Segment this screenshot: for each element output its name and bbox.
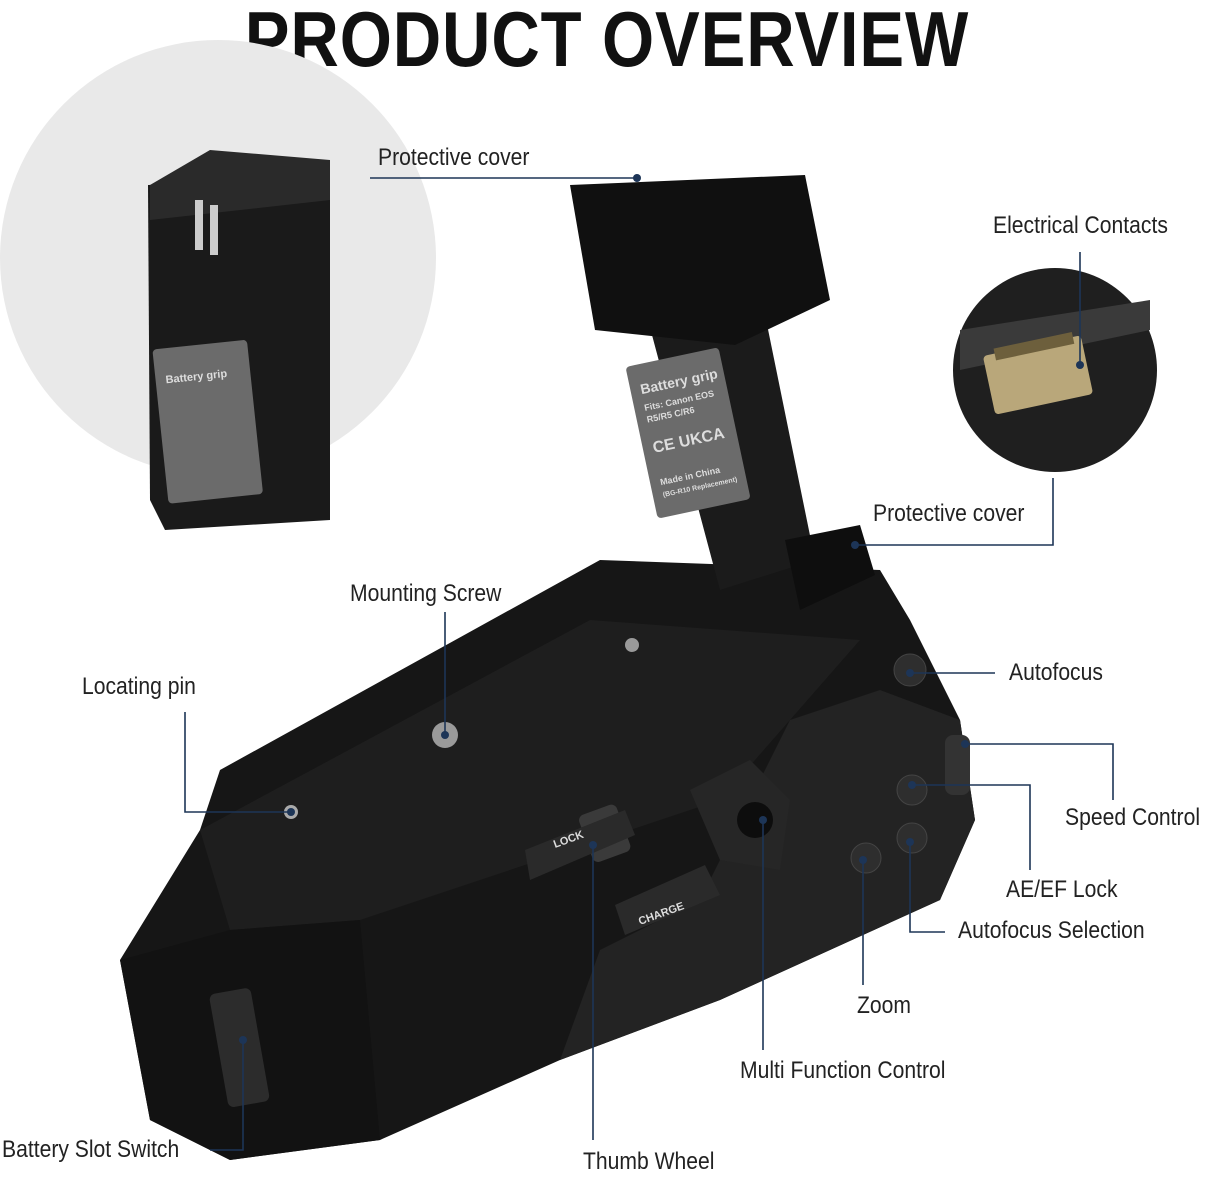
battery-grip-body: Battery grip Fits: Canon EOS R5/R5 C/R6 …	[120, 175, 975, 1160]
label-protective-cover-side: Protective cover	[873, 500, 1025, 527]
ae-ef-lock-button[interactable]	[896, 774, 928, 806]
page-title: PRODUCT OVERVIEW	[244, 0, 970, 83]
label-mounting-screw: Mounting Screw	[350, 580, 502, 607]
protective-cover-top[interactable]	[570, 175, 830, 345]
label-battery-slot-switch: Battery Slot Switch	[2, 1136, 180, 1163]
label-thumb-wheel: Thumb Wheel	[583, 1148, 715, 1175]
sticker	[626, 348, 750, 518]
label-electrical-contacts: Electrical Contacts	[993, 212, 1168, 239]
inset-battery-module: Battery grip	[148, 150, 330, 530]
label-autofocus: Autofocus	[1009, 659, 1103, 686]
label-multi-function-control: Multi Function Control	[740, 1057, 946, 1084]
label-ae-ef-lock: AE/EF Lock	[1006, 876, 1118, 903]
battery-slot-switch[interactable]	[209, 987, 270, 1108]
multi-function-control[interactable]	[737, 802, 773, 838]
label-speed-control: Speed Control	[1065, 804, 1201, 831]
label-locating-pin: Locating pin	[82, 673, 196, 700]
af-selection-button[interactable]	[896, 822, 928, 854]
secondary-pin	[625, 638, 639, 652]
label-autofocus-selection: Autofocus Selection	[958, 917, 1145, 944]
speed-control-dial[interactable]	[945, 735, 970, 795]
label-protective-cover-top: Protective cover	[378, 144, 530, 171]
leader-lines	[184, 177, 1114, 1151]
leader-dots	[239, 174, 1084, 1044]
label-zoom: Zoom	[857, 992, 911, 1019]
